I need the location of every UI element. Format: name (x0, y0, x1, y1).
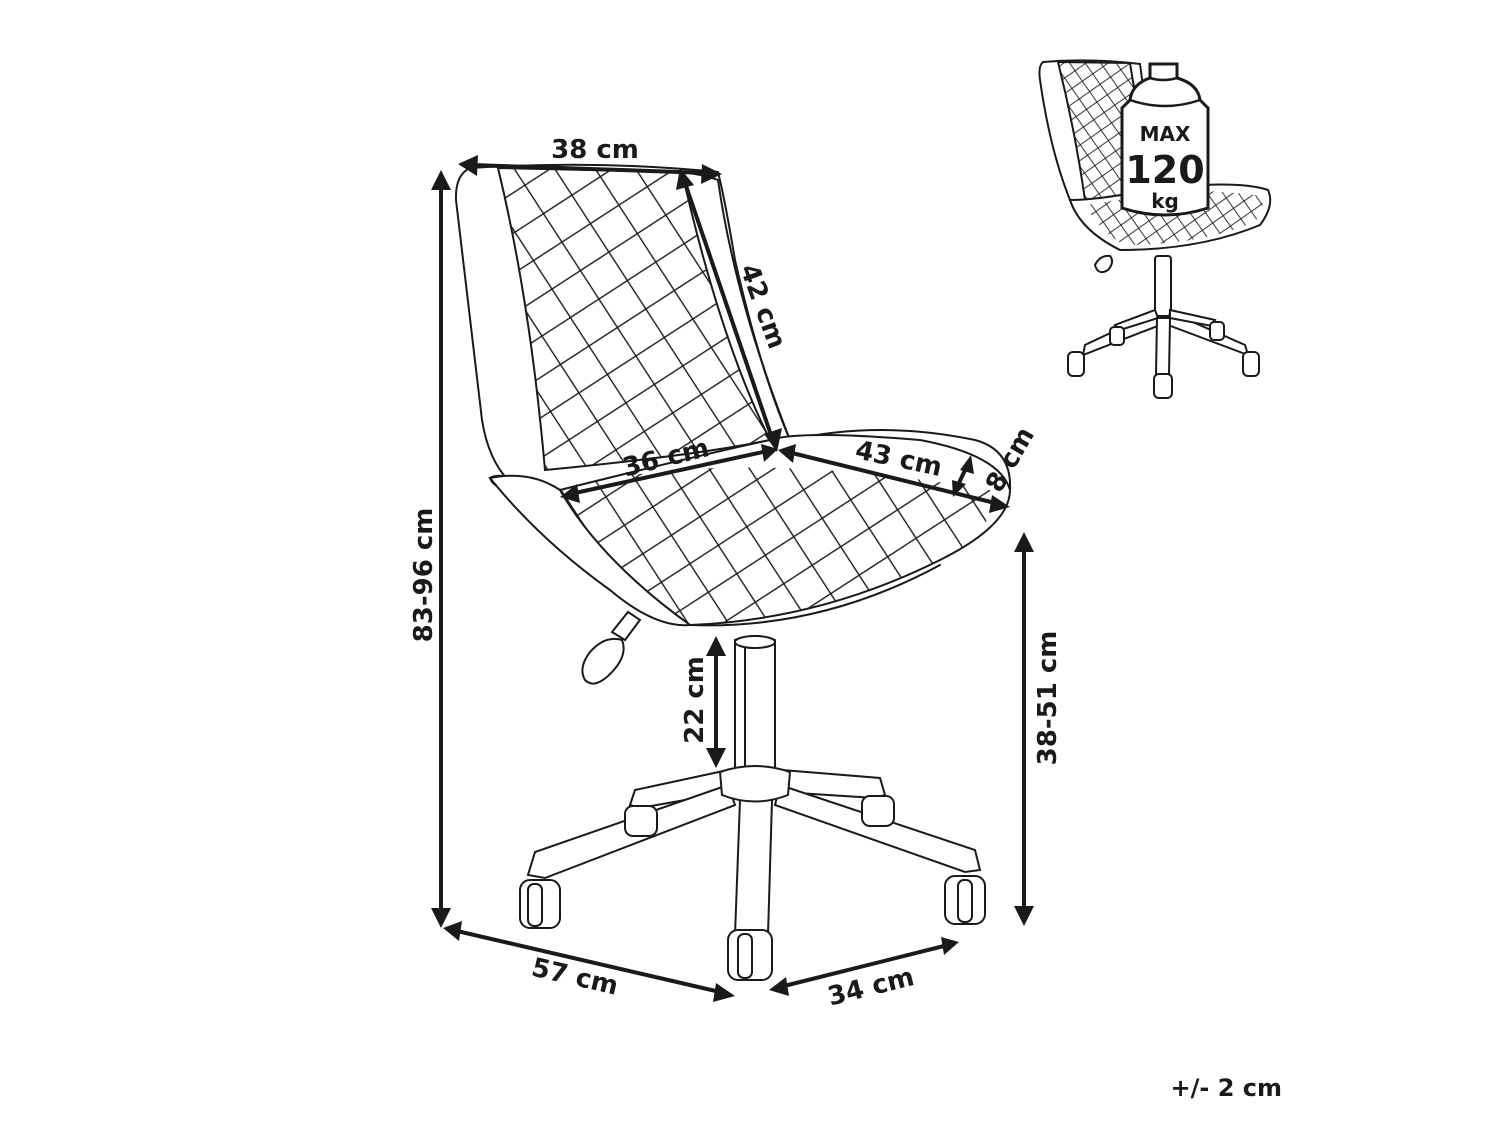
max-label: MAX (1140, 122, 1191, 146)
label-backrest-width: 38 cm (551, 135, 639, 165)
dimension-arrows (431, 155, 1034, 1002)
gas-cylinder (734, 635, 776, 775)
label-seat-thickness: 8 cm (980, 422, 1041, 497)
tolerance-note: +/- 2 cm (1171, 1074, 1282, 1102)
max-value: 120 (1125, 148, 1204, 192)
max-unit: kg (1151, 189, 1179, 213)
height-lever (581, 610, 642, 685)
label-adjust-range: 22 cm (680, 656, 710, 744)
label-total-height: 83-96 cm (409, 508, 439, 643)
max-load-illustration: MAX 120 kg (1038, 59, 1272, 399)
star-base (526, 765, 982, 936)
chair-drawing (454, 163, 1012, 981)
casters (519, 795, 986, 981)
label-seat-height: 38-51 cm (1033, 631, 1063, 766)
label-base-depth: 34 cm (825, 962, 917, 1012)
weight-icon (1120, 62, 1210, 217)
